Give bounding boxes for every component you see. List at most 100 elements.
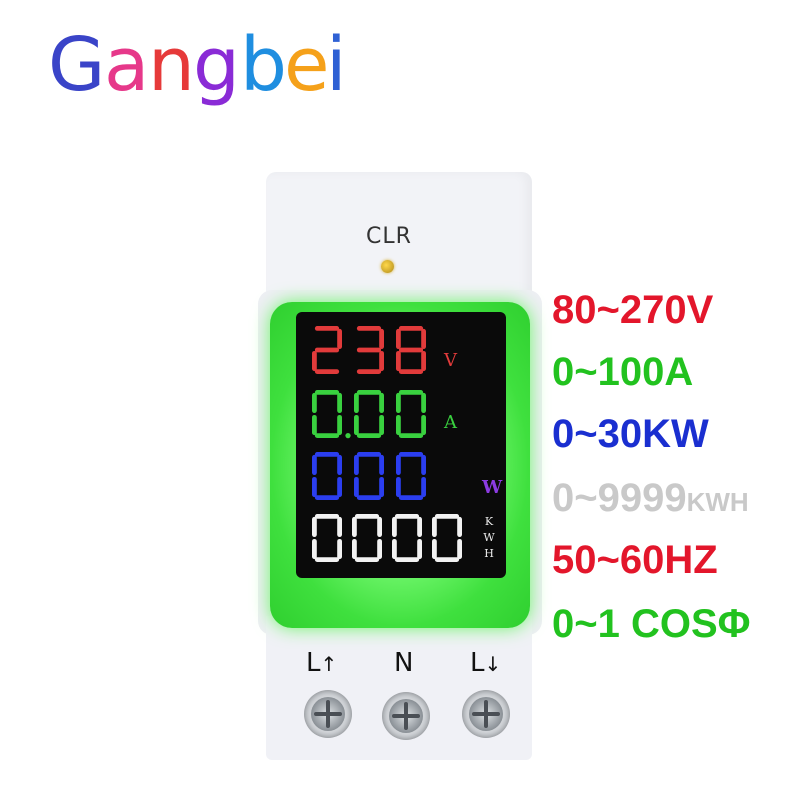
terminal-screw-l-out[interactable]	[462, 690, 510, 738]
energy-unit-h: H	[484, 547, 494, 560]
seven-segment-digits	[312, 326, 426, 374]
digit	[312, 326, 342, 374]
cross-screw-icon	[314, 700, 342, 728]
segment	[396, 454, 401, 476]
segment	[314, 433, 340, 438]
terminal-label-n: N	[394, 648, 413, 678]
segment	[356, 390, 382, 395]
meter-display-screen	[296, 312, 506, 578]
segment	[434, 557, 460, 562]
segment	[396, 350, 401, 372]
segment	[377, 538, 382, 560]
segment	[398, 433, 424, 438]
terminal-screw-n[interactable]	[382, 692, 430, 740]
segment	[352, 538, 357, 560]
logo-letter: i	[326, 22, 347, 108]
digit	[352, 514, 382, 562]
segment	[337, 392, 342, 414]
segment	[354, 454, 359, 476]
segment	[396, 476, 401, 498]
logo-letter: a	[104, 22, 150, 108]
segment	[377, 516, 382, 538]
digit	[312, 452, 342, 500]
segment	[312, 538, 317, 560]
segment	[457, 516, 462, 538]
voltage-unit: V	[444, 350, 457, 371]
energy-range-number: 0~9999	[552, 476, 687, 520]
terminal-letter: N	[394, 648, 414, 678]
seven-segment-digits	[312, 514, 462, 562]
terminal-screw-l-in[interactable]	[304, 690, 352, 738]
segment	[396, 328, 401, 350]
segment	[314, 452, 340, 457]
segment	[421, 392, 426, 414]
digit	[354, 452, 384, 500]
clr-button[interactable]	[381, 260, 394, 273]
voltage-readout	[312, 326, 438, 378]
segment	[312, 414, 317, 436]
segment	[432, 516, 437, 538]
segment	[356, 452, 382, 457]
arrow-up-icon: ↑	[320, 652, 338, 676]
segment	[354, 557, 380, 562]
segment	[312, 350, 317, 372]
digit	[396, 326, 426, 374]
brand-logo: G a n g b e i	[48, 22, 347, 128]
frequency-range-text: 50~60HZ	[552, 538, 718, 582]
segment	[421, 350, 426, 372]
segment	[314, 514, 340, 519]
segment	[379, 476, 384, 498]
logo-letter: G	[48, 22, 106, 108]
segment	[314, 326, 340, 331]
seven-segment-digits	[312, 452, 426, 500]
segment	[379, 454, 384, 476]
arrow-down-icon: ↓	[484, 652, 502, 676]
segment	[337, 414, 342, 436]
segment	[421, 328, 426, 350]
seven-segment-digits	[312, 390, 426, 439]
power-readout	[312, 452, 438, 504]
segment	[354, 392, 359, 414]
voltage-range-text: 80~270V	[552, 288, 714, 332]
segment	[354, 414, 359, 436]
energy-unit: K W H	[482, 514, 496, 562]
segment	[314, 390, 340, 395]
segment	[398, 452, 424, 457]
segment	[312, 476, 317, 498]
clr-label: CLR	[366, 224, 412, 249]
segment	[398, 347, 424, 353]
segment	[314, 495, 340, 500]
logo-letter: b	[240, 22, 287, 108]
segment	[337, 328, 342, 350]
segment	[312, 392, 317, 414]
current-readout	[312, 390, 438, 442]
segment	[354, 476, 359, 498]
energy-readout	[312, 514, 472, 566]
segment	[392, 538, 397, 560]
segment	[417, 538, 422, 560]
segment	[421, 454, 426, 476]
digit	[432, 514, 462, 562]
segment	[356, 369, 382, 374]
segment	[421, 476, 426, 498]
segment	[417, 516, 422, 538]
segment	[356, 495, 382, 500]
segment	[457, 538, 462, 560]
terminal-letter: L	[306, 648, 321, 678]
segment	[337, 454, 342, 476]
decimal-point	[345, 432, 351, 439]
digit	[396, 390, 426, 438]
energy-range-unit: KWH	[686, 487, 749, 517]
segment	[356, 347, 382, 353]
current-range-text: 0~100A	[552, 350, 694, 394]
digit	[396, 452, 426, 500]
segment	[396, 392, 401, 414]
segment	[392, 516, 397, 538]
energy-unit-k: K	[484, 515, 494, 528]
terminal-label-l-in: L↑	[306, 648, 337, 678]
segment	[314, 369, 340, 374]
energy-range-text: 0~9999KWH	[552, 478, 749, 518]
segment	[379, 414, 384, 436]
digit	[356, 326, 384, 374]
segment	[352, 516, 357, 538]
